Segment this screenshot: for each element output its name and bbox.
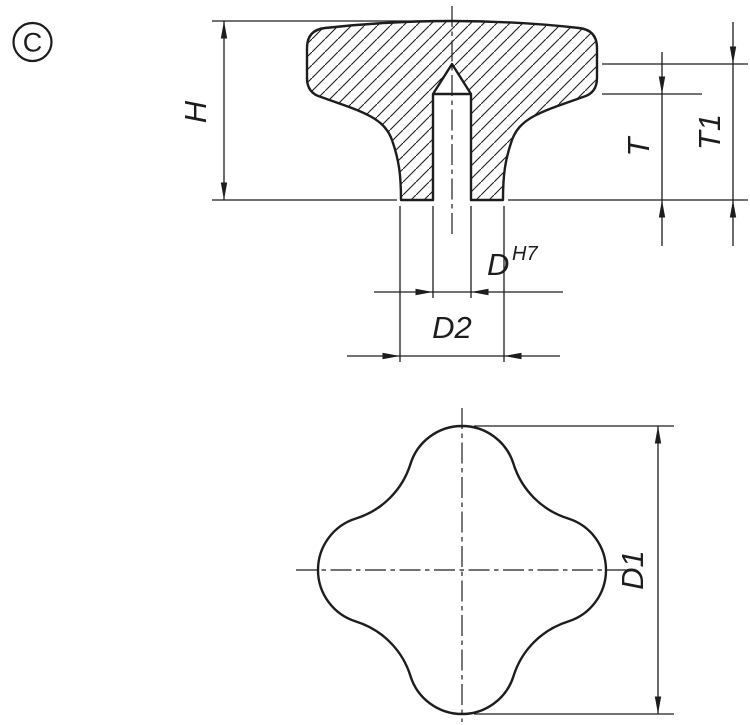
dimension-T1: T1 bbox=[692, 22, 737, 246]
view-label-text: C bbox=[23, 28, 43, 58]
bore-outline bbox=[431, 62, 473, 202]
dim-label-T: T bbox=[621, 135, 656, 156]
view-label-badge: C bbox=[12, 21, 53, 63]
dim-label-D2: D2 bbox=[432, 310, 472, 345]
dimension-D2: D2 bbox=[347, 206, 560, 362]
view-label-circle bbox=[12, 21, 53, 63]
section-hatch-fill bbox=[307, 21, 597, 200]
dim-label-D-tolerance: H7 bbox=[512, 243, 538, 265]
dimension-H: H bbox=[178, 20, 450, 201]
dim-label-D: D bbox=[487, 247, 509, 282]
dimension-D: D H7 bbox=[374, 206, 563, 298]
dim-label-T1: T1 bbox=[692, 114, 727, 150]
dim-label-D1: D1 bbox=[615, 550, 650, 590]
section-view: H T T1 D H7 bbox=[178, 6, 748, 362]
dim-label-H: H bbox=[178, 100, 213, 123]
plan-view: D1 bbox=[296, 408, 674, 722]
dimension-T: T bbox=[621, 52, 666, 246]
dimension-D1: D1 bbox=[474, 425, 674, 715]
